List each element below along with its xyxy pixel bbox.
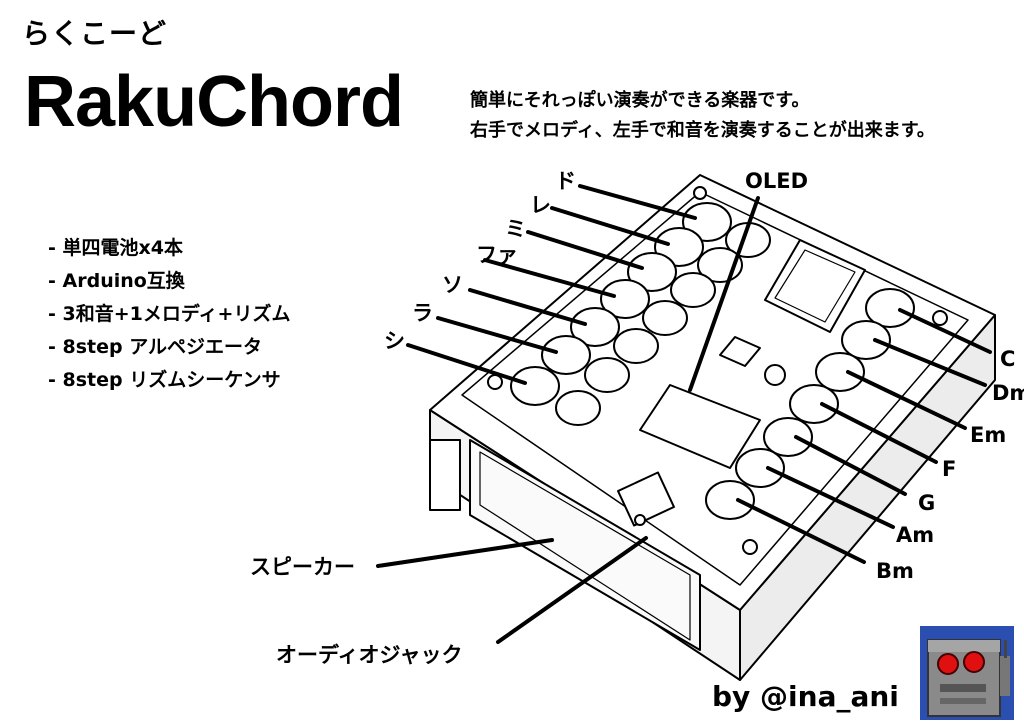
feature-list: 単四電池x4本 Arduino互換 3和音+1メロディ+リズム 8step アル… — [48, 232, 291, 397]
label-f: F — [942, 457, 956, 481]
feature-item: Arduino互換 — [48, 265, 290, 298]
label-audio-jack: オーディオジャック — [276, 643, 462, 667]
feature-item: 8step リズムシーケンサ — [48, 364, 290, 397]
mcu-board — [639, 384, 761, 469]
author-byline: by @ina_ani — [712, 680, 899, 713]
melody-key — [584, 357, 630, 393]
small-knob — [764, 364, 786, 386]
description-line-2: 右手でメロディ、左手で和音を演奏することが出来ます。 — [470, 120, 935, 141]
chord-key — [865, 288, 915, 328]
melody-key — [570, 307, 620, 347]
robot-eye — [937, 653, 959, 675]
label-so: ソ — [442, 273, 463, 297]
feature-item: 3和音+1メロディ+リズム — [48, 298, 291, 331]
chord-key — [763, 417, 813, 457]
description-line-1: 簡単にそれっぽい演奏ができる楽器です。 — [470, 90, 810, 111]
label-c: C — [1000, 347, 1015, 371]
small-button — [719, 336, 761, 367]
label-ra: ラ — [412, 301, 433, 325]
label-dm: Dm — [992, 381, 1024, 405]
label-am: Am — [896, 523, 934, 547]
melody-key — [600, 279, 650, 319]
label-fa: ファ — [476, 243, 518, 267]
chord-key — [815, 352, 865, 392]
melody-key — [682, 202, 732, 242]
label-mi: ミ — [505, 217, 526, 241]
feature-item: 単四電池x4本 — [48, 232, 290, 265]
melody-key — [555, 390, 601, 426]
melody-key — [510, 366, 560, 406]
label-bm: Bm — [876, 559, 914, 583]
page-title: RakuChord — [24, 62, 404, 142]
melody-key — [613, 328, 659, 364]
oled-screen — [764, 239, 866, 333]
feature-item: 8step アルペジエータ — [48, 331, 290, 364]
label-em: Em — [970, 423, 1006, 447]
chord-key — [841, 320, 891, 360]
chord-key — [705, 480, 755, 520]
label-speaker: スピーカー — [250, 555, 355, 579]
label-do: ド — [555, 169, 576, 193]
speaker-window — [469, 439, 701, 651]
label-g: G — [918, 491, 935, 515]
label-oled: OLED — [745, 169, 808, 193]
melody-key — [670, 272, 716, 308]
subtitle: らくこーど — [22, 17, 168, 50]
audio-jack — [617, 471, 675, 527]
chord-key — [735, 448, 785, 488]
melody-key — [541, 335, 591, 375]
label-shi: シ — [384, 329, 405, 353]
label-re: レ — [530, 193, 551, 217]
melody-key — [642, 300, 688, 336]
melody-key — [627, 252, 677, 292]
chord-key — [789, 384, 839, 424]
robot-eye — [963, 651, 985, 673]
robot-avatar-icon — [920, 626, 1014, 720]
